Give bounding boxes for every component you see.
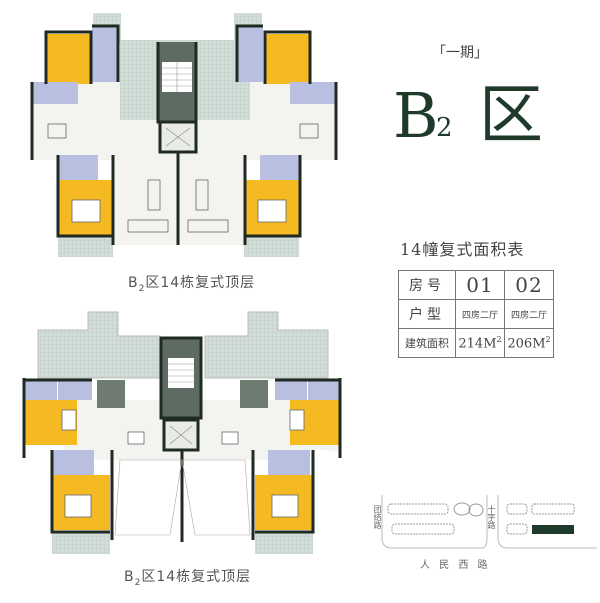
- site-plan: [381, 495, 597, 549]
- road-label-bottom: 人 民 西 路: [420, 560, 491, 571]
- zone-char: 区: [479, 79, 543, 153]
- zone-subscript: 2: [436, 113, 453, 143]
- lower-plan-caption: B2区14栋复式顶层: [124, 569, 252, 588]
- upper-plan-caption: B2区14栋复式顶层: [128, 275, 256, 294]
- area-table-title: 14幢复式面积表: [400, 240, 525, 259]
- floor-plan-lower: [22, 311, 342, 554]
- table-row: 户型 四房二厅 四房二厅: [398, 299, 554, 329]
- road-label-left: 团结路: [373, 505, 382, 529]
- phase-label: 「一期」: [432, 45, 488, 61]
- building-14-highlight: [532, 525, 574, 534]
- table-row: 房号 01 02: [398, 270, 554, 300]
- zone-title: B 2 区: [393, 76, 573, 156]
- zone-letter: B: [393, 79, 439, 152]
- table-row: 建筑面积 214M2 206M2: [398, 328, 554, 358]
- area-table: 房号 01 02 户型 四房二厅 四房二厅 建筑面积 214M2 206M2: [398, 270, 554, 358]
- floor-plan-upper: [30, 13, 338, 257]
- road-label-middle: 十字路: [487, 505, 496, 529]
